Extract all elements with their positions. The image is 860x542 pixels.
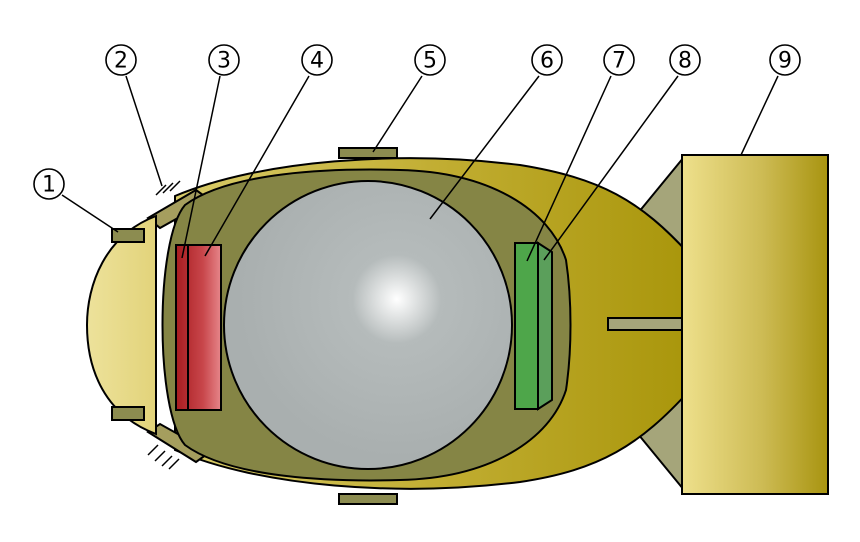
callout-7: 7 [603, 44, 635, 76]
tail-rod [607, 317, 685, 331]
green-block [514, 242, 539, 410]
callout-1: 1 [33, 168, 65, 200]
leader-6 [429, 75, 540, 220]
core-sphere [223, 180, 513, 470]
callout-9-label: 9 [778, 49, 792, 74]
callout-9: 9 [769, 44, 801, 76]
nose-lug-top [111, 228, 145, 243]
callout-5-label: 5 [423, 49, 437, 74]
leader-5 [372, 75, 423, 153]
callout-3: 3 [208, 44, 240, 76]
callout-4: 4 [301, 44, 333, 76]
callout-7-label: 7 [612, 49, 626, 74]
callout-1-label: 1 [42, 173, 56, 198]
leader-9 [740, 75, 779, 156]
leader-2 [125, 75, 163, 187]
callout-6-label: 6 [540, 49, 554, 74]
lug-bottom [338, 493, 398, 505]
hatch-marks-bottom [147, 444, 180, 470]
callout-3-label: 3 [217, 49, 231, 74]
callout-8-label: 8 [678, 49, 692, 74]
callout-8: 8 [669, 44, 701, 76]
red-block [175, 244, 222, 411]
tail-box [681, 154, 829, 495]
green-block-side [537, 241, 553, 411]
callout-6: 6 [531, 44, 563, 76]
leader-4 [204, 75, 310, 257]
nose-lug-bottom [111, 406, 145, 421]
leader-lines [61, 75, 779, 262]
leader-7 [526, 75, 612, 262]
leader-8 [543, 75, 679, 261]
lug-top [338, 147, 398, 159]
callout-4-label: 4 [310, 49, 324, 74]
leader-3 [181, 75, 221, 259]
nose-cap [85, 214, 157, 436]
leader-1 [61, 194, 119, 233]
callout-2-label: 2 [114, 49, 128, 74]
hatch-marks-top [155, 180, 181, 196]
callout-5: 5 [414, 44, 446, 76]
callout-2: 2 [105, 44, 137, 76]
